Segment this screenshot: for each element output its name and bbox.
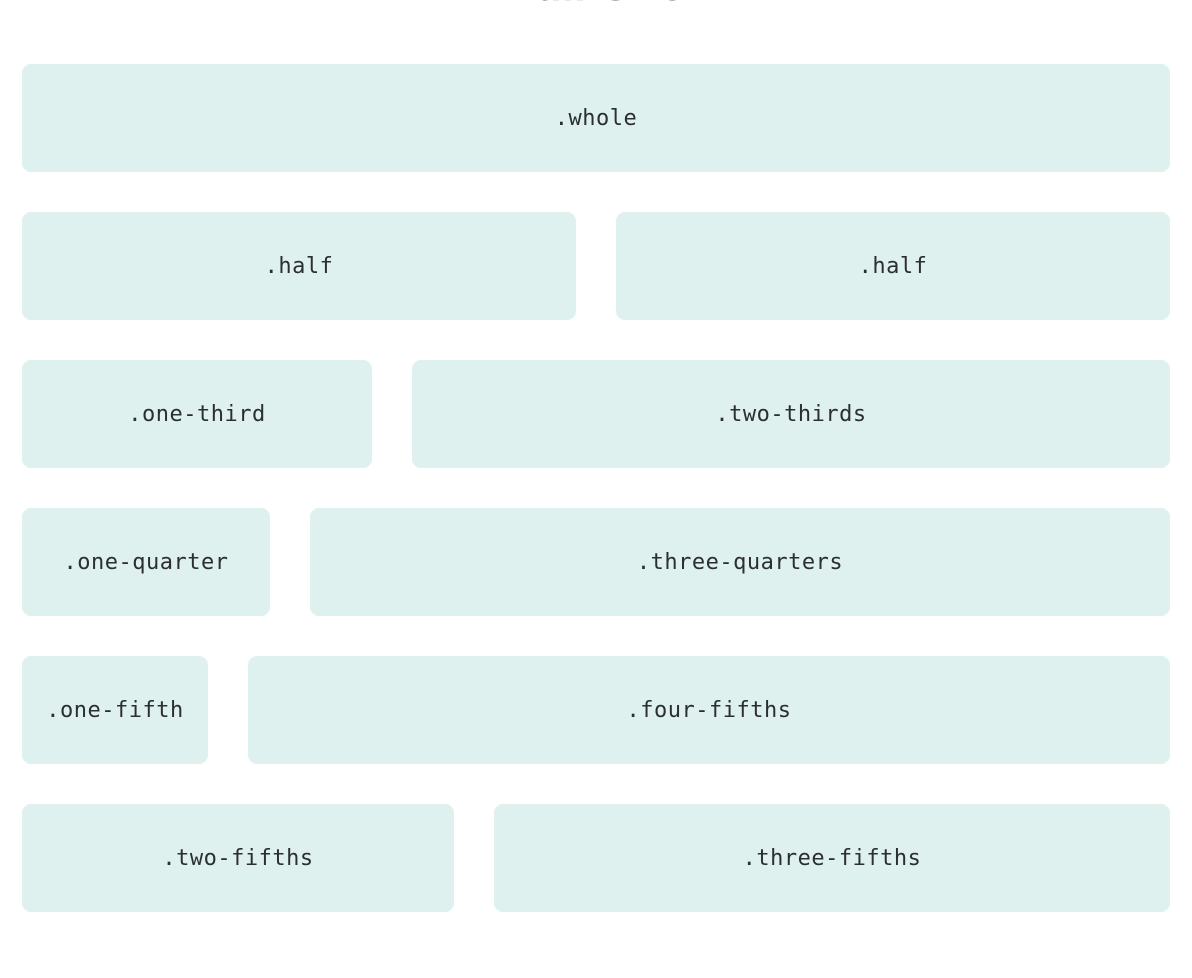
grid-row-whole: .whole bbox=[22, 64, 1170, 172]
grid-cell-three-quarters: .three-quarters bbox=[310, 508, 1170, 616]
grid-cell-label: .two-thirds bbox=[715, 401, 867, 427]
grid-cell-whole: .whole bbox=[22, 64, 1170, 172]
grid-cell-label: .two-fifths bbox=[162, 845, 314, 871]
grid-cell-label: .half bbox=[264, 253, 334, 279]
grid-cell-two-fifths: .two-fifths bbox=[22, 804, 454, 912]
grid-cell-label: .whole bbox=[554, 105, 638, 131]
grid-cell-one-third: .one-third bbox=[22, 360, 372, 468]
grid-cell-half-right: .half bbox=[616, 212, 1170, 320]
grid-demo: .whole .half .half .one-third .two-third… bbox=[22, 64, 1170, 952]
grid-row-thirds: .one-third .two-thirds bbox=[22, 360, 1170, 468]
grid-cell-label: .one-quarter bbox=[63, 549, 229, 575]
grid-cell-one-quarter: .one-quarter bbox=[22, 508, 270, 616]
grid-cell-label: .half bbox=[858, 253, 928, 279]
grid-row-quarters: .one-quarter .three-quarters bbox=[22, 508, 1170, 616]
grid-cell-two-thirds: .two-thirds bbox=[412, 360, 1170, 468]
grid-cell-four-fifths: .four-fifths bbox=[248, 656, 1170, 764]
grid-row-fifths-split: .two-fifths .three-fifths bbox=[22, 804, 1170, 912]
grid-cell-label: .three-fifths bbox=[742, 845, 922, 871]
grid-cell-one-fifth: .one-fifth bbox=[22, 656, 208, 764]
grid-cell-label: .three-quarters bbox=[636, 549, 844, 575]
grid-cell-three-fifths: .three-fifths bbox=[494, 804, 1170, 912]
grid-cell-half-left: .half bbox=[22, 212, 576, 320]
grid-cell-label: .one-fifth bbox=[46, 697, 184, 723]
grid-cell-label: .four-fifths bbox=[626, 697, 792, 723]
page-title: Full One bbox=[0, 0, 1192, 10]
grid-cell-label: .one-third bbox=[128, 401, 266, 427]
grid-row-fifths: .one-fifth .four-fifths bbox=[22, 656, 1170, 764]
grid-row-halves: .half .half bbox=[22, 212, 1170, 320]
